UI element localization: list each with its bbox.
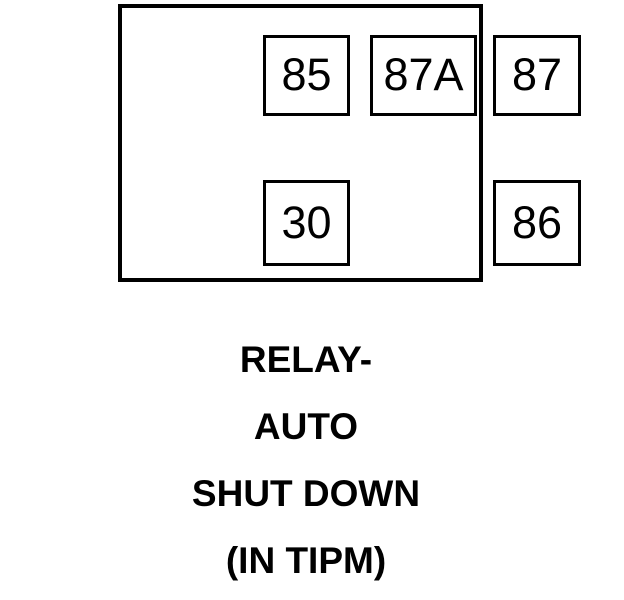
relay-terminal-85-label: 85	[281, 49, 332, 100]
relay-terminal-87-label: 87	[511, 49, 563, 100]
relay-terminal-85[interactable]: 85	[263, 35, 350, 116]
relay-terminal-87a-label: 87A	[383, 49, 464, 100]
relay-terminal-86-label: 86	[511, 196, 563, 248]
relay-caption: RELAY- AUTO SHUT DOWN (IN TIPM)	[0, 326, 612, 594]
relay-terminal-86[interactable]: 86	[493, 180, 581, 266]
relay-terminal-87[interactable]: 87	[493, 35, 581, 116]
relay-terminal-30[interactable]: 30	[263, 180, 350, 266]
relay-caption-line-2: AUTO	[253, 406, 359, 447]
relay-terminal-30-label: 30	[281, 196, 332, 248]
relay-terminal-87a[interactable]: 87A	[370, 35, 477, 116]
relay-caption-line-1: RELAY-	[239, 339, 373, 380]
relay-body-outline: 85 87A 87 30 86	[118, 4, 581, 282]
relay-caption-line-3: SHUT DOWN	[191, 473, 421, 514]
relay-caption-line-4: (IN TIPM)	[225, 540, 387, 581]
